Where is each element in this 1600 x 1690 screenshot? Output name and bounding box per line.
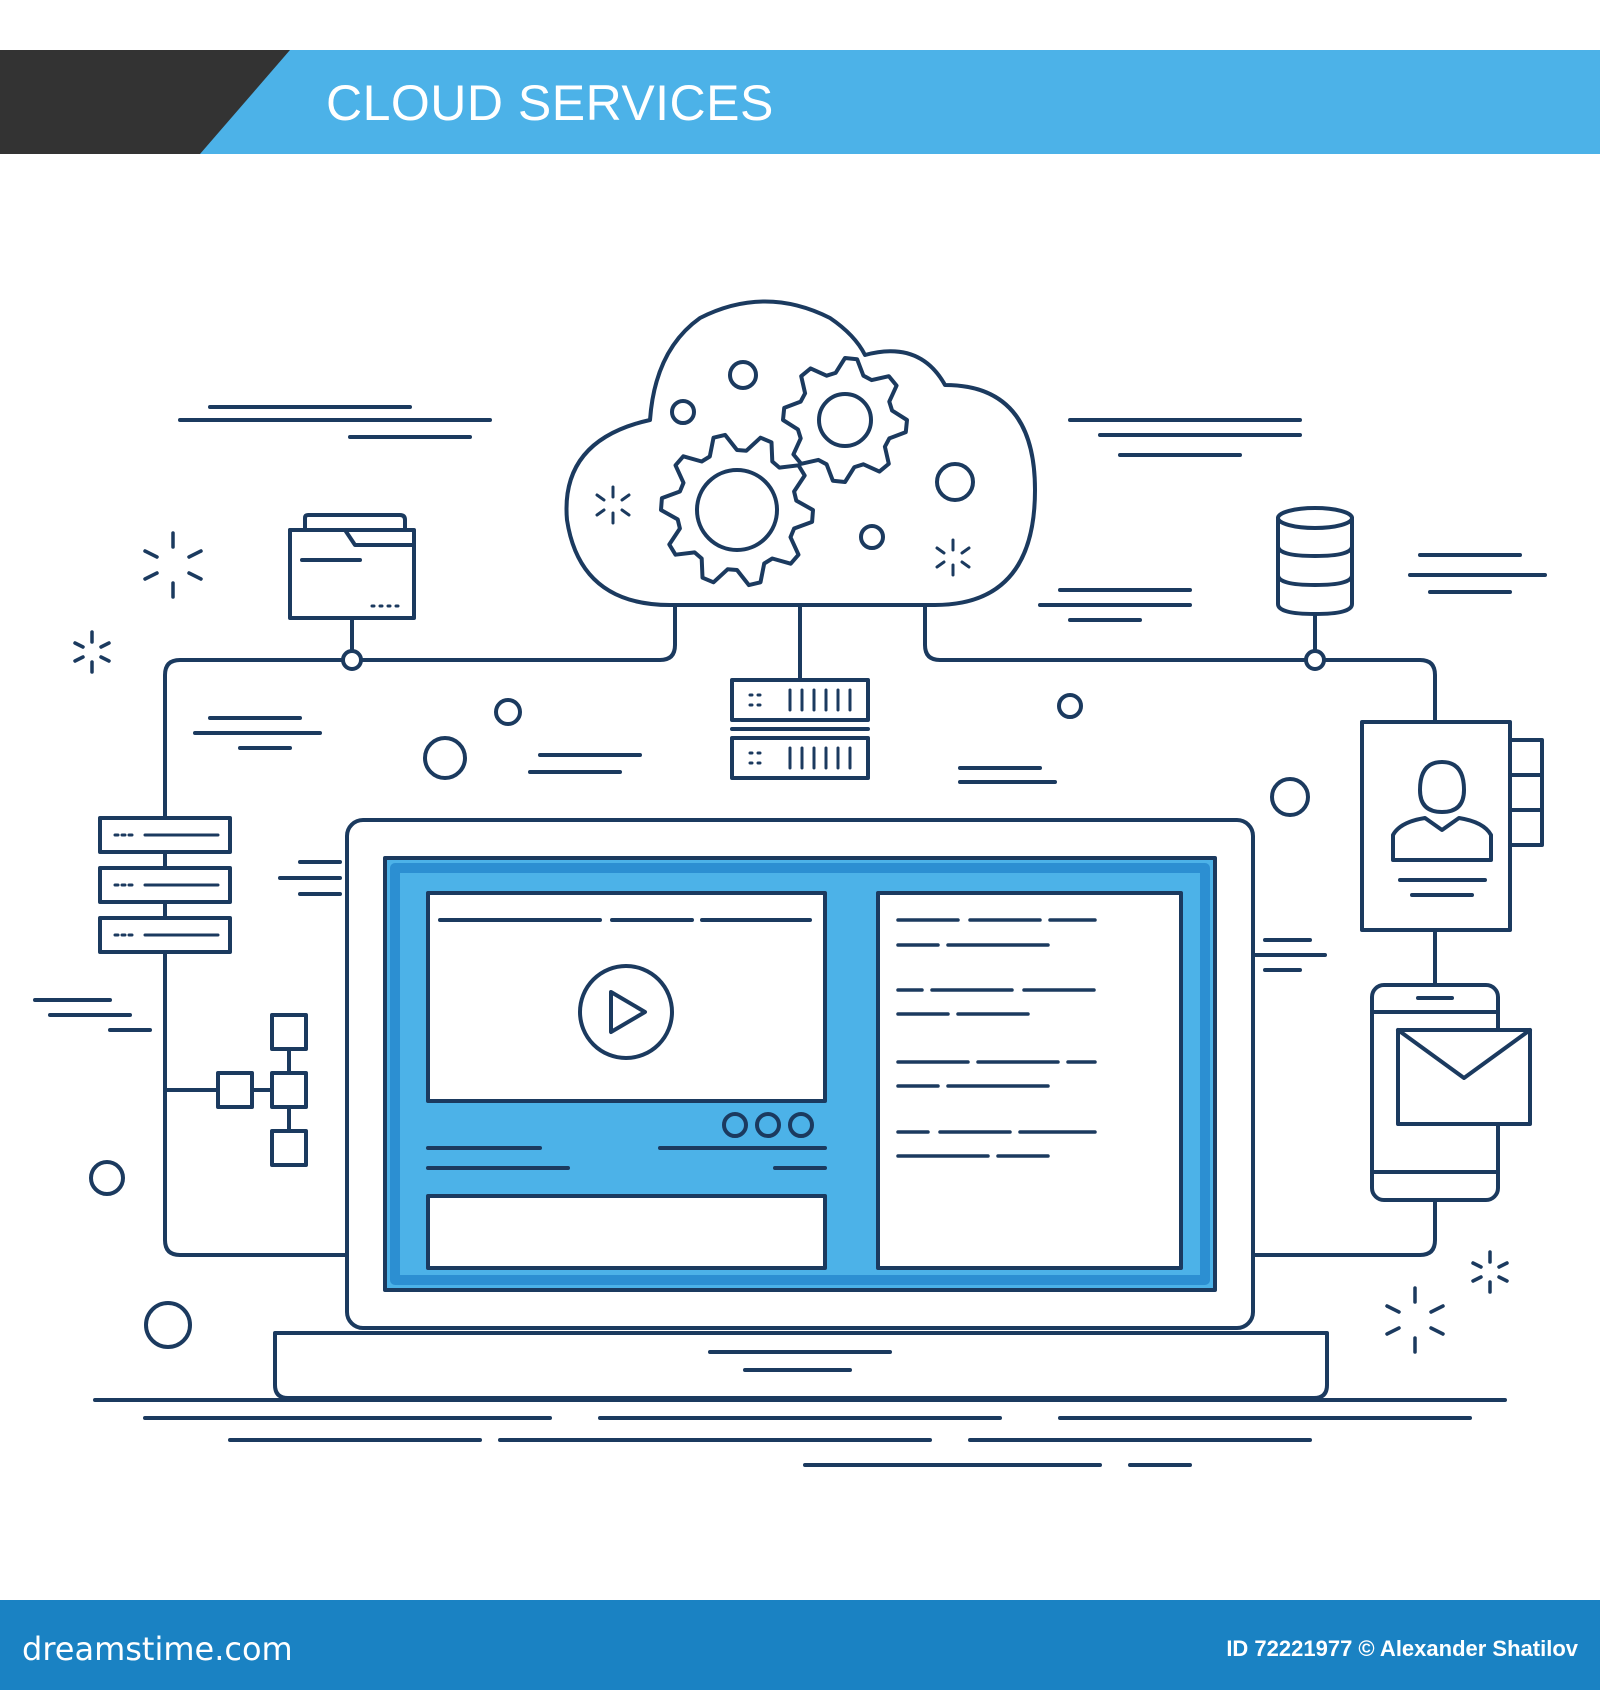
play-icon	[578, 964, 674, 1060]
video-panel	[426, 891, 827, 1270]
sparkle-icon	[73, 531, 1509, 1354]
contact-card-icon	[1360, 720, 1544, 932]
gear-icon	[659, 432, 815, 588]
envelope-icon	[1396, 1028, 1532, 1126]
server-stack-icon	[98, 816, 232, 954]
folder-icon	[288, 513, 416, 620]
network-connectors	[163, 603, 1437, 1257]
banner-blue-strip	[200, 50, 1600, 154]
footer-credit: ID 72221977 © Alexander Shatilov	[1226, 1636, 1578, 1661]
header-banner: CLOUD SERVICES	[0, 50, 1600, 154]
sitemap-icon	[163, 1013, 308, 1167]
decorative-circles	[89, 693, 1310, 1349]
gear-hole	[817, 392, 873, 448]
cloud-services-illustration	[33, 299, 1547, 1467]
gear-icon	[781, 356, 909, 484]
server-icon	[730, 678, 870, 780]
gear-icon	[659, 356, 909, 588]
gear-hole	[695, 468, 779, 552]
footer-brand[interactable]: dreamstime.com	[22, 1630, 293, 1668]
page-title: CLOUD SERVICES	[326, 75, 774, 131]
text-panel	[876, 891, 1183, 1270]
footer-bar: dreamstime.com ID 72221977 © Alexander S…	[0, 1600, 1600, 1690]
database-icon	[1276, 506, 1354, 616]
